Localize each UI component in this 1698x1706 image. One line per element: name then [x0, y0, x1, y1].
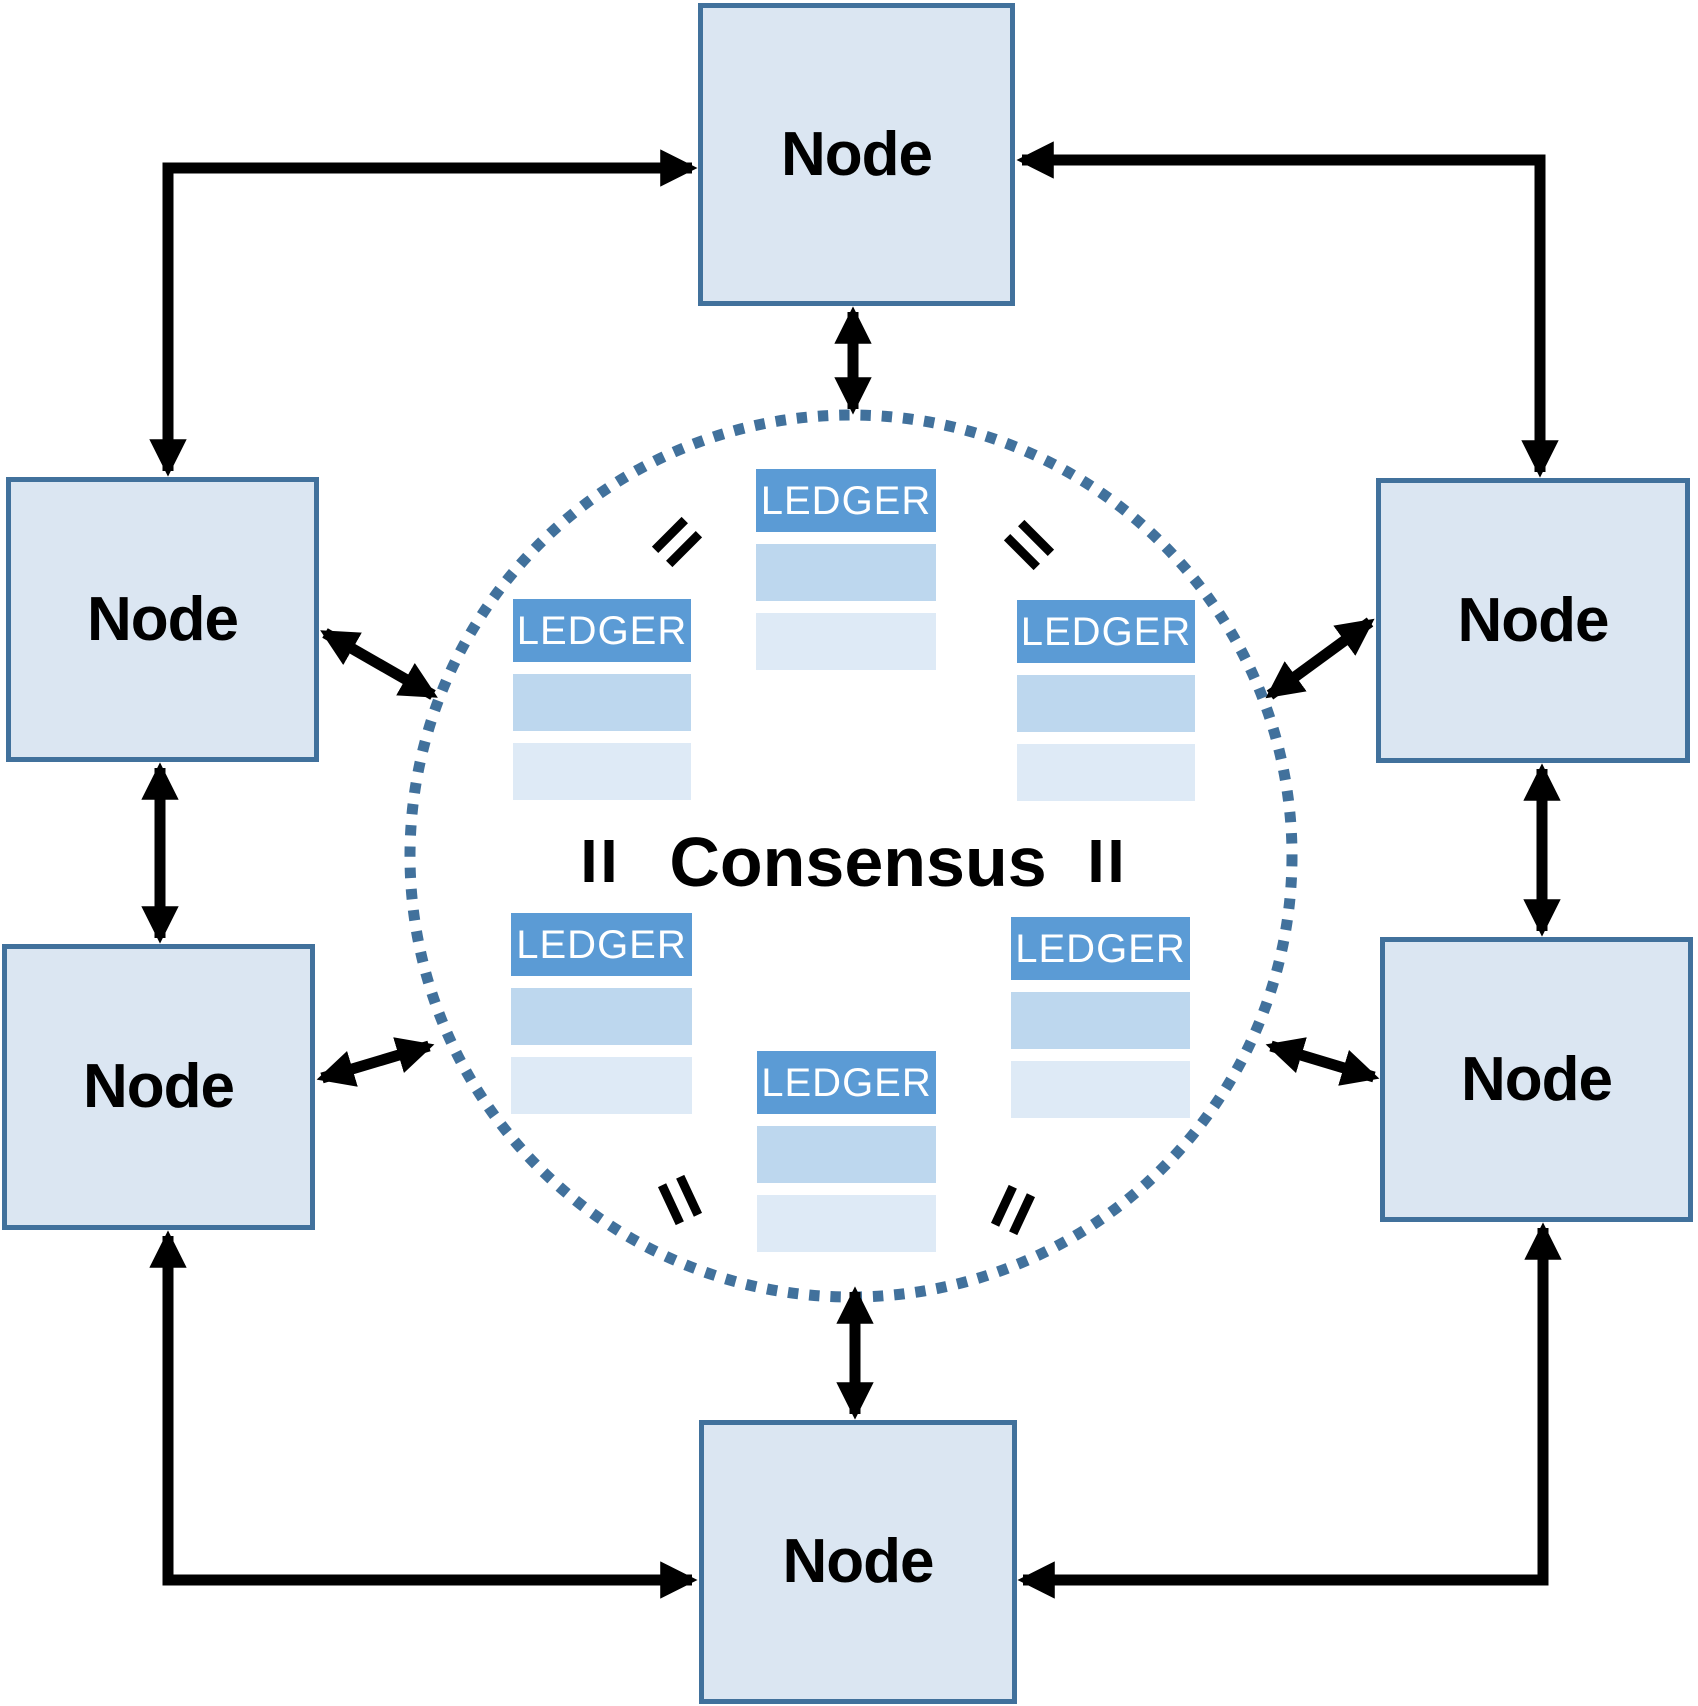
arrow-corner-top-left: [149, 149, 698, 477]
node-label-top: Node: [781, 119, 933, 189]
ledger-header-bottom-center: LEDGER: [757, 1051, 936, 1114]
equals-mark-middle-right: [1091, 840, 1121, 882]
ledger-row1-upper-right: [1017, 675, 1195, 732]
equals-bar: [584, 840, 594, 882]
ledger-row2-bottom-center: [757, 1195, 936, 1252]
node-label-bottom: Node: [782, 1527, 935, 1596]
ledger-row1-top-center: [756, 544, 936, 601]
node-box-bottom: Node: [699, 1420, 1017, 1704]
ledger-row1-bottom-center: [757, 1126, 936, 1183]
ledger-header-top-center: LEDGER: [756, 469, 936, 532]
ledger-header-upper-left: LEDGER: [513, 599, 691, 662]
equals-bar: [1111, 840, 1121, 882]
equals-mark-middle-left: [584, 840, 614, 882]
ledger-header-upper-right: LEDGER: [1017, 600, 1195, 663]
node-label-right-upper: Node: [1457, 585, 1610, 655]
equals-bar: [1091, 840, 1101, 882]
ledger-row2-upper-left: [513, 743, 691, 800]
arrow-corner-top-right: [1016, 141, 1559, 478]
ledger-header-lower-right: LEDGER: [1011, 917, 1190, 980]
ledger-lower-right: LEDGER: [1011, 917, 1190, 1118]
arrow-corner-bottom-right: [1017, 1222, 1562, 1599]
ledger-row1-upper-left: [513, 674, 691, 731]
ledger-top-center: LEDGER: [756, 469, 936, 670]
ledger-upper-right: LEDGER: [1017, 600, 1195, 801]
node-box-left-upper: Node: [6, 477, 319, 762]
consensus-circle: [404, 409, 1298, 1303]
node-label-left-lower: Node: [83, 1052, 235, 1121]
node-label-left-upper: Node: [87, 584, 239, 654]
ledger-bottom-center: LEDGER: [757, 1051, 936, 1252]
ledger-row1-lower-right: [1011, 992, 1190, 1049]
node-box-top: Node: [698, 3, 1015, 306]
ledger-row2-top-center: [756, 613, 936, 670]
arrow-diag-right-lower: [1265, 1037, 1380, 1086]
node-box-left-lower: Node: [2, 944, 315, 1230]
arrow-diag-left-upper: [320, 628, 438, 700]
arrow-diag-left-lower: [316, 1037, 435, 1087]
node-box-right-lower: Node: [1380, 937, 1693, 1222]
ledger-row2-lower-left: [511, 1057, 692, 1114]
ledger-row2-lower-right: [1011, 1061, 1190, 1118]
arrow-diag-right-upper: [1265, 617, 1375, 700]
equals-bar: [604, 840, 614, 882]
node-box-right-upper: Node: [1376, 478, 1690, 763]
ledger-header-lower-left: LEDGER: [511, 913, 692, 976]
ledger-row2-upper-right: [1017, 744, 1195, 801]
ledger-lower-left: LEDGER: [511, 913, 692, 1114]
consensus-label: Consensus: [669, 823, 1047, 901]
ledger-row1-lower-left: [511, 988, 692, 1045]
arrow-corner-bottom-left: [149, 1230, 698, 1599]
ledger-upper-left: LEDGER: [513, 599, 691, 800]
node-label-right-lower: Node: [1461, 1044, 1613, 1114]
